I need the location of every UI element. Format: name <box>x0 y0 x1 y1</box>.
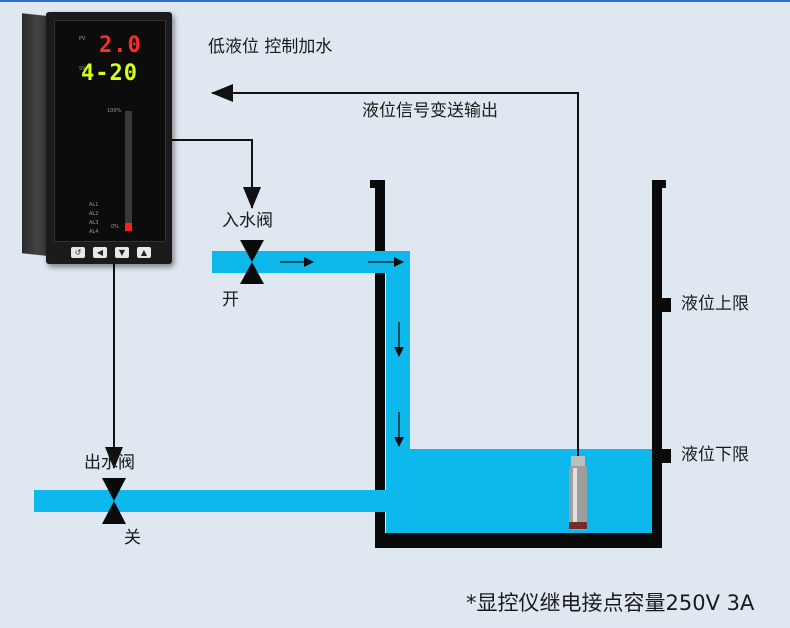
bar-bottom-label: 0% <box>111 224 119 230</box>
high-level-marker <box>660 298 671 312</box>
signal-output-line <box>211 84 579 466</box>
tank-left-wall-middle <box>375 273 385 490</box>
tank-right-wall <box>652 180 662 548</box>
level-display-controller: PV SV 2.0 4-20 100% 0% AL1 AL2 AL3 AL4 ↺… <box>22 12 172 264</box>
outlet-valve-label: 出水阀 <box>84 453 135 473</box>
relay-capacity-footnote: *显控仪继电接点容量250V 3A <box>466 591 755 615</box>
alarm-label-4: AL4 <box>89 229 99 235</box>
inlet-valve-icon <box>240 240 264 284</box>
tank-water <box>386 449 652 533</box>
control-title: 低液位 控制加水 <box>208 37 333 57</box>
controller-side-housing <box>22 13 48 257</box>
inlet-valve-label: 入水阀 <box>222 211 273 231</box>
tank-left-wall-cap <box>370 180 385 188</box>
outlet-valve-icon <box>102 478 126 524</box>
controller-front-panel: PV SV 2.0 4-20 100% 0% AL1 AL2 AL3 AL4 ↺… <box>46 12 172 264</box>
pv-tag: PV <box>79 36 86 42</box>
tank-left-wall-lower <box>375 512 385 548</box>
tank-bottom <box>375 533 662 548</box>
down-button[interactable]: ▼ <box>115 247 129 258</box>
bar-top-label: 100% <box>107 108 122 114</box>
left-button[interactable]: ◀ <box>93 247 107 258</box>
low-level-marker <box>660 449 671 463</box>
signal-output-label: 液位信号变送输出 <box>362 101 498 121</box>
reset-button[interactable]: ↺ <box>71 247 85 258</box>
alarm-label-1: AL1 <box>89 202 99 208</box>
inlet-control-line <box>172 139 261 209</box>
inlet-valve-state: 开 <box>222 290 239 310</box>
top-accent-line <box>0 0 790 2</box>
up-button[interactable]: ▲ <box>137 247 151 258</box>
high-level-label: 液位上限 <box>681 294 749 314</box>
outlet-valve-state: 关 <box>124 528 141 548</box>
sv-readout: 4-20 <box>81 61 138 86</box>
tank-left-wall-upper <box>375 180 385 251</box>
pv-readout: 2.0 <box>99 33 142 58</box>
level-probe-icon <box>569 456 587 530</box>
alarm-label-2: AL2 <box>89 211 99 217</box>
level-bargraph-fill <box>125 223 132 231</box>
sv-tag: SV <box>79 66 86 72</box>
controller-screen: PV SV 2.0 4-20 100% 0% AL1 AL2 AL3 AL4 <box>54 20 166 242</box>
low-level-label: 液位下限 <box>681 445 749 465</box>
alarm-label-3: AL3 <box>89 220 99 226</box>
outlet-pipe <box>34 490 386 512</box>
level-bargraph <box>125 111 132 231</box>
tank-right-wall-cap <box>652 180 666 188</box>
